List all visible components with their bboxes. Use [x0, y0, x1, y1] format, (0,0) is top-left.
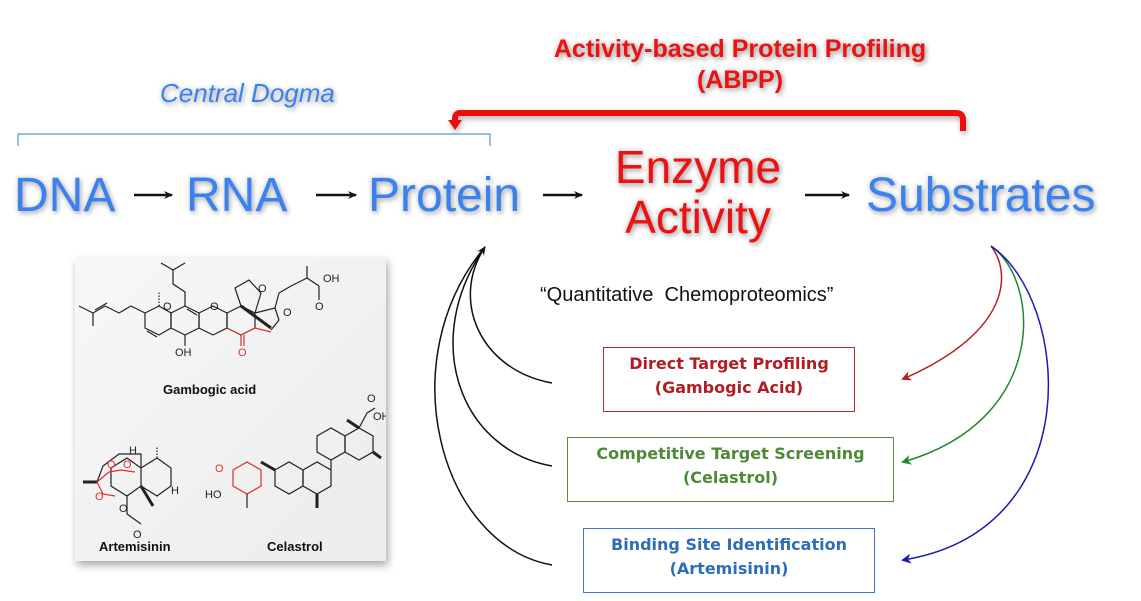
- svg-text:O: O: [107, 459, 116, 471]
- artemisinin-atoms: H H O O O O O: [95, 445, 179, 541]
- svg-text:O: O: [258, 283, 267, 295]
- method-compound: (Celastrol): [682, 468, 779, 487]
- quantitative-chemoproteomics-label: “Quantitative Chemoproteomics”: [540, 284, 834, 306]
- feedback-curve-binding: [434, 246, 553, 566]
- flow-node-dna: DNA: [14, 169, 116, 222]
- svg-text:O: O: [123, 459, 132, 471]
- flow-node-protein: Protein: [368, 169, 521, 222]
- svg-text:O: O: [215, 463, 224, 475]
- method-box-binding-site-identification: Binding Site Identification (Artemisinin…: [583, 528, 875, 593]
- molecule-drawings: O O OH O O O OH O H H O O O: [78, 262, 386, 541]
- arrow-to-direct-profiling: [901, 245, 1003, 381]
- gambogic-acid-structure: [78, 262, 320, 346]
- artemisinin-label: Artemisinin: [99, 539, 171, 554]
- feedback-curve-competitive: [452, 246, 553, 467]
- flow-node-enzyme-activity: Enzyme Activity: [598, 142, 798, 242]
- svg-text:O: O: [315, 301, 324, 313]
- enzyme-line: Enzyme: [614, 141, 782, 193]
- molecule-structures-card: O O OH O O O OH O H H O O O: [75, 258, 386, 561]
- central-dogma-label: Central Dogma: [160, 78, 335, 108]
- svg-text:H: H: [171, 485, 179, 497]
- method-title: Binding Site Identification: [611, 535, 847, 554]
- celastrol-quinone-methide: [232, 461, 262, 508]
- svg-text:OH: OH: [373, 411, 386, 423]
- arrow-to-binding-site: [901, 245, 1050, 564]
- feedback-curve-direct: [469, 246, 553, 384]
- svg-text:OH: OH: [175, 347, 192, 359]
- abpp-title-line1: Activity-based Protein Profiling: [553, 35, 927, 63]
- svg-text:H: H: [129, 445, 137, 457]
- svg-text:OH: OH: [323, 273, 340, 285]
- activity-line: Activity: [625, 191, 771, 243]
- abpp-title: Activity-based Protein Profiling (ABPP): [460, 34, 1020, 96]
- celastrol-structure: [260, 407, 382, 508]
- flow-node-substrates: Substrates: [866, 169, 1096, 222]
- artemisinin-structure: [83, 446, 172, 525]
- method-compound: (Gambogic Acid): [654, 378, 804, 397]
- svg-text:O: O: [163, 301, 172, 313]
- celastrol-atoms: O HO O OH: [205, 393, 386, 501]
- artemisinin-peroxide: [96, 469, 136, 497]
- gambogic-acid-label: Gambogic acid: [163, 382, 257, 397]
- method-title: Competitive Target Screening: [596, 444, 865, 463]
- svg-text:HO: HO: [205, 489, 222, 501]
- abpp-bracket-arrow: [448, 110, 966, 131]
- method-box-direct-target-profiling: Direct Target Profiling (Gambogic Acid): [603, 347, 855, 412]
- arrow-to-competitive-screening: [901, 245, 1025, 465]
- method-title: Direct Target Profiling: [629, 354, 829, 373]
- gambogic-acid-atoms: O O OH O O O OH O: [163, 273, 340, 359]
- svg-text:O: O: [210, 301, 219, 313]
- method-box-competitive-target-screening: Competitive Target Screening (Celastrol): [567, 437, 894, 502]
- svg-text:O: O: [133, 529, 142, 541]
- method-compound: (Artemisinin): [669, 559, 789, 578]
- abpp-title-line2: (ABPP): [696, 66, 784, 94]
- svg-text:O: O: [95, 491, 104, 503]
- svg-text:O: O: [283, 307, 292, 319]
- svg-text:O: O: [367, 393, 376, 405]
- svg-text:O: O: [119, 503, 128, 515]
- gambogic-acid-enone: [226, 327, 272, 346]
- central-dogma-bracket: [17, 133, 491, 146]
- flow-node-rna: RNA: [186, 169, 288, 222]
- svg-text:O: O: [238, 347, 247, 359]
- celastrol-label: Celastrol: [267, 539, 323, 554]
